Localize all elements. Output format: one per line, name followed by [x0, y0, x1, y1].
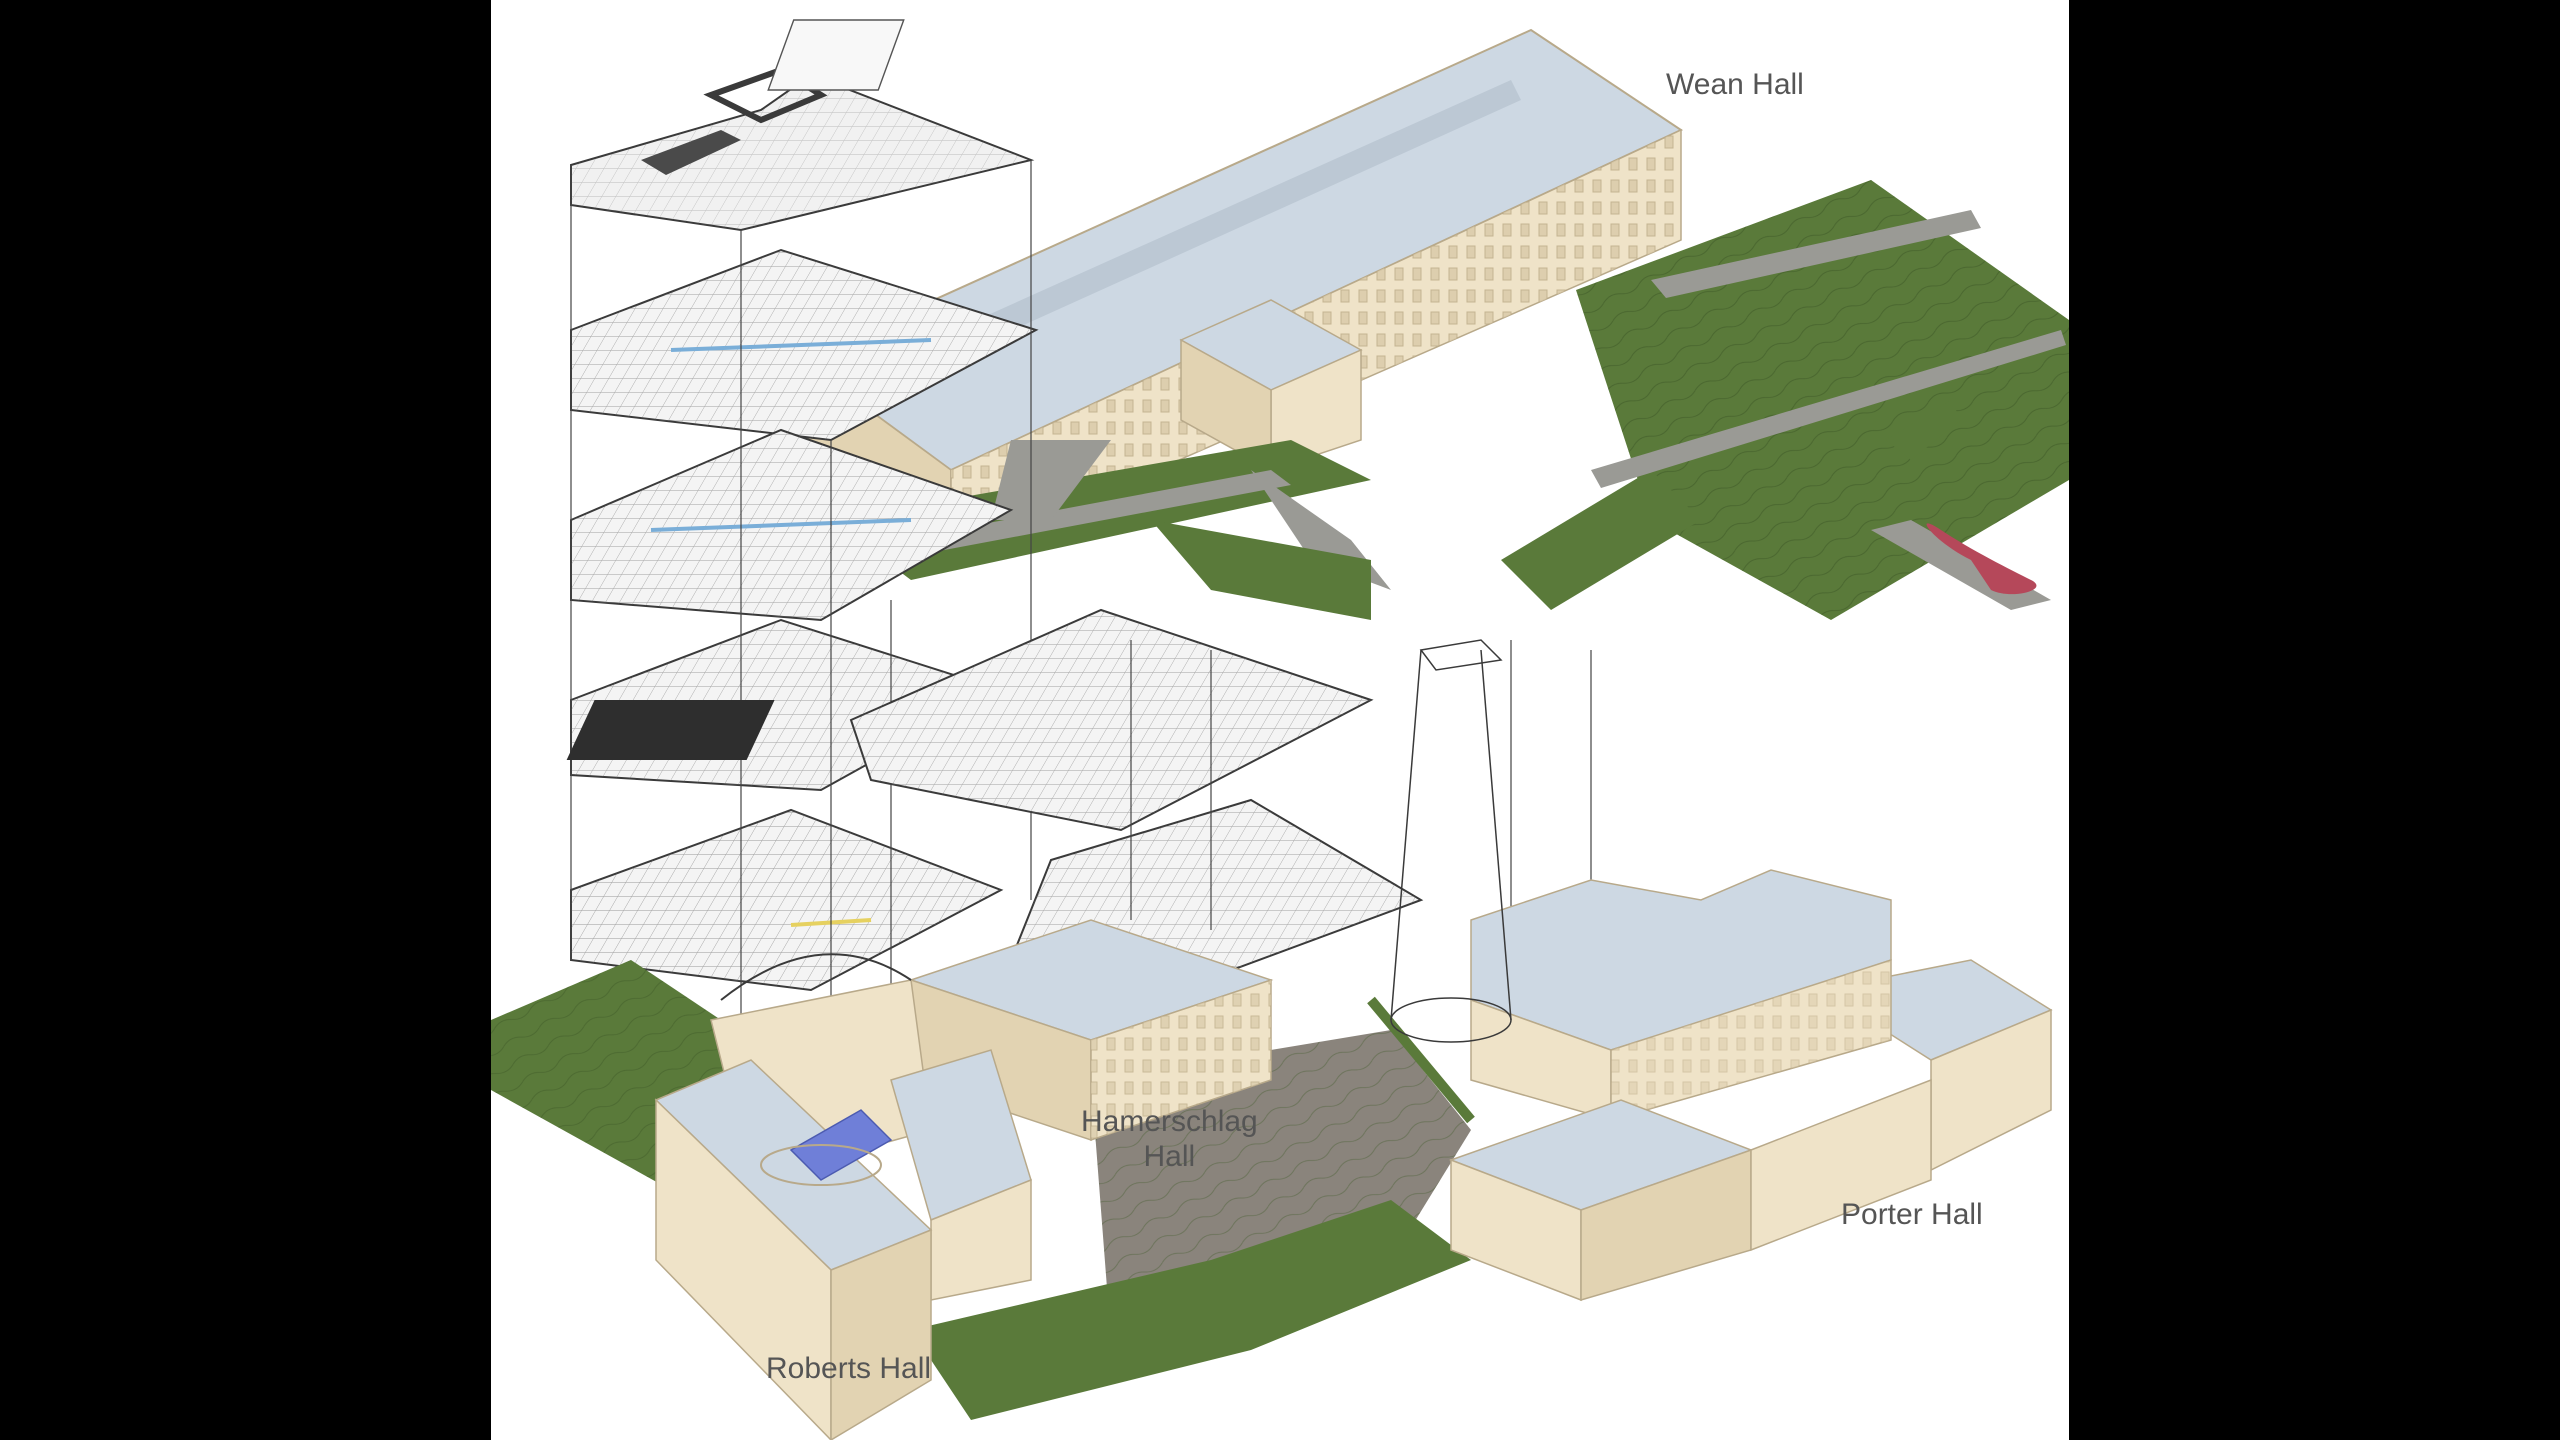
skylight	[789, 1109, 893, 1181]
hamerschlag-hall-label-line1: Hamerschlag	[1081, 1105, 1258, 1138]
floor-plate-2	[570, 808, 1004, 992]
roberts-hall-building	[654, 1059, 933, 1440]
hamerschlag-hall-label: Hamerschlag Hall	[1081, 1105, 1258, 1174]
floor-plate-roof	[570, 19, 1035, 232]
glass-shaft	[1390, 639, 1512, 1043]
floor-plate-5	[570, 248, 1039, 442]
hamerschlag-hall-building	[710, 919, 1274, 1301]
lawn-paths	[1591, 210, 2066, 610]
wean-hall-building	[799, 28, 1684, 562]
wean-hall-label: Wean Hall	[1666, 68, 1804, 101]
porter-hall-building	[1367, 869, 2053, 1302]
floor-plate-4	[570, 428, 1014, 622]
roberts-hall-label: Roberts Hall	[766, 1352, 932, 1385]
exploded-axonometric-diagram	[491, 19, 2069, 1440]
exploded-floor-plates	[570, 19, 1039, 1040]
porter-hall-label: Porter Hall	[1841, 1198, 1983, 1231]
diagram-canvas: Wean Hall Hamerschlag Hall Porter Hall R…	[491, 0, 2069, 1440]
middle-floor-plates	[566, 608, 1592, 1002]
hamerschlag-hall-label-line2: Hall	[1143, 1139, 1196, 1173]
central-plaza	[831, 440, 1391, 620]
red-accent-path	[1926, 523, 2037, 595]
